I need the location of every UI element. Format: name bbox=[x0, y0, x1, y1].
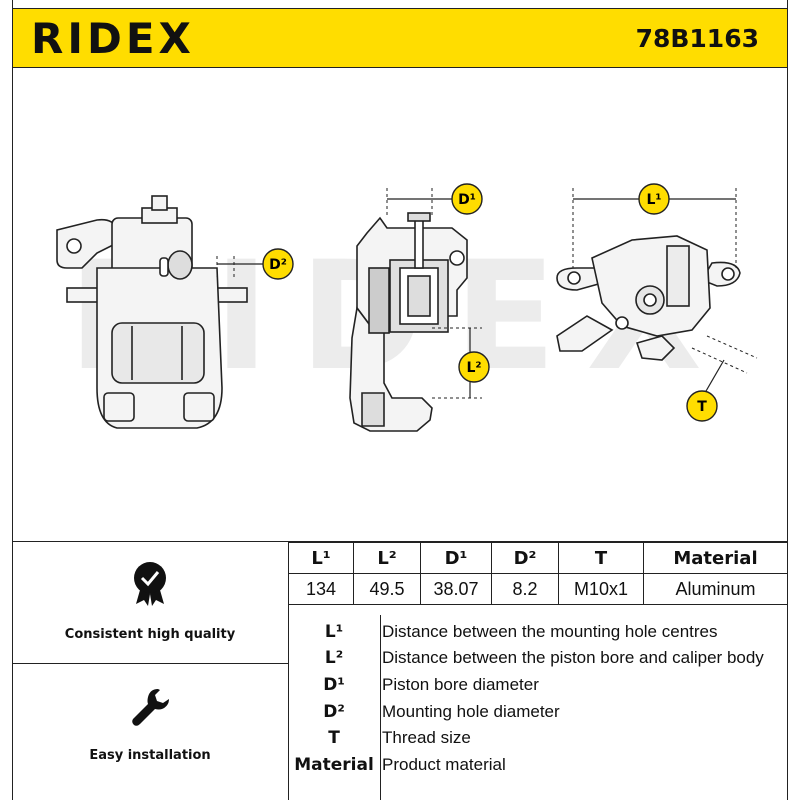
caliper-angle-view bbox=[556, 235, 741, 361]
d2-label-badge bbox=[262, 248, 294, 280]
legend-item: L² Distance between the piston bore and … bbox=[288, 645, 788, 671]
legend-item: D² Mounting hole diameter bbox=[288, 699, 788, 725]
spec-value-row: 134 49.5 38.07 8.2 M10x1 Aluminum bbox=[288, 573, 788, 605]
legend-key: L² bbox=[324, 648, 344, 668]
d1-label-badge bbox=[451, 183, 483, 215]
caliper-drawing-svg: RIDEX bbox=[56, 183, 758, 432]
l2-label-badge bbox=[458, 351, 490, 383]
feature-installation-label: Easy installation bbox=[89, 748, 211, 763]
bottom-divider bbox=[288, 542, 289, 800]
legend-key: L¹ bbox=[324, 622, 344, 642]
spec-header-t: T bbox=[558, 542, 644, 574]
spec-value-d1: 38.07 bbox=[420, 573, 492, 605]
header-bar: RIDEX 78B1163 bbox=[12, 8, 788, 68]
spec-value-material: Aluminum bbox=[643, 573, 788, 605]
legend-divider bbox=[380, 615, 381, 800]
spec-value-d2: 8.2 bbox=[491, 573, 559, 605]
spec-value-l1: 134 bbox=[288, 573, 354, 605]
part-number: 78B1163 bbox=[635, 24, 759, 53]
feature-quality-label: Consistent high quality bbox=[64, 627, 236, 642]
feature-divider bbox=[12, 663, 288, 664]
l1-label-text: L¹ bbox=[646, 192, 661, 208]
legend-key: D¹ bbox=[323, 675, 345, 695]
d1-label-text: D¹ bbox=[458, 192, 476, 208]
spec-header-row: L¹ L² D¹ D² T Material bbox=[288, 542, 788, 574]
brand-logo: RIDEX bbox=[31, 14, 195, 63]
legend-desc: Mounting hole diameter bbox=[382, 702, 560, 721]
feature-quality: Consistent high quality bbox=[12, 560, 288, 642]
legend-item: T Thread size bbox=[288, 725, 788, 751]
spec-header-d2: D² bbox=[491, 542, 559, 574]
spec-header-l2: L² bbox=[353, 542, 421, 574]
feature-installation: Easy installation bbox=[12, 685, 288, 763]
spec-value-l2: 49.5 bbox=[353, 573, 421, 605]
legend-item: D¹ Piston bore diameter bbox=[288, 672, 788, 698]
spec-header-l1: L¹ bbox=[288, 542, 354, 574]
spec-header-d1: D¹ bbox=[420, 542, 492, 574]
d2-label-text: D² bbox=[269, 257, 287, 273]
t-label-text: T bbox=[697, 399, 707, 415]
legend-key: Material bbox=[294, 755, 374, 775]
spec-header-material: Material bbox=[643, 542, 788, 574]
quality-badge-icon bbox=[134, 562, 166, 606]
legend-item: L¹ Distance between the mounting hole ce… bbox=[288, 619, 788, 645]
legend-item: Material Product material bbox=[288, 752, 788, 778]
l2-label-text: L² bbox=[466, 360, 481, 376]
legend-key: D² bbox=[323, 702, 345, 722]
wrench-icon bbox=[132, 689, 169, 726]
page-frame bbox=[12, 0, 788, 800]
spec-table: L¹ L² D¹ D² T Material 134 49.5 38.07 8.… bbox=[288, 542, 788, 605]
caliper-front-view bbox=[56, 195, 248, 429]
l1-label-badge bbox=[638, 183, 670, 215]
technical-drawing: RIDEX bbox=[12, 68, 788, 542]
legend-desc: Piston bore diameter bbox=[382, 675, 539, 694]
caliper-section-view bbox=[349, 212, 468, 432]
legend-key: T bbox=[328, 728, 340, 748]
specs-section: Consistent high quality Easy installatio… bbox=[12, 542, 788, 800]
legend-desc: Distance between the piston bore and cal… bbox=[382, 648, 764, 667]
t-label-badge bbox=[686, 390, 718, 422]
legend-desc: Distance between the mounting hole centr… bbox=[382, 622, 718, 641]
spec-value-t: M10x1 bbox=[558, 573, 644, 605]
legend-desc: Thread size bbox=[382, 728, 471, 747]
legend-desc: Product material bbox=[382, 755, 506, 774]
